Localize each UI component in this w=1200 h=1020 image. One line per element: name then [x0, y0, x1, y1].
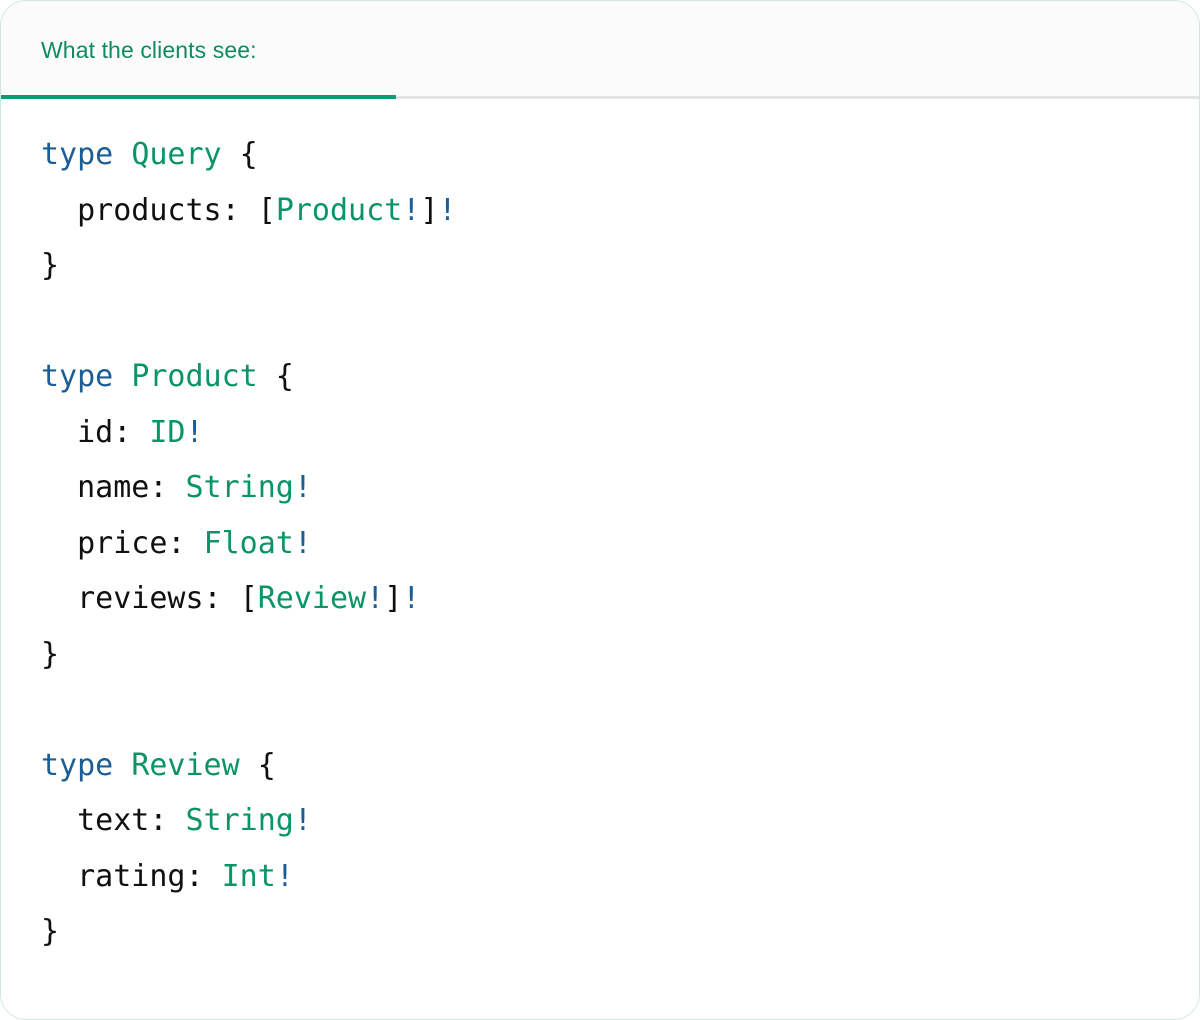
code-token-type: Review: [131, 747, 240, 783]
code-token-punc: [113, 137, 131, 172]
code-token-type: Product: [275, 192, 403, 228]
tab-what-the-clients-see[interactable]: What the clients see:: [1, 1, 396, 99]
code-token-kw: type: [41, 137, 114, 172]
code-line: products: [Product!]!: [41, 183, 1159, 239]
code-content: type Query { products: [Product!]!} type…: [41, 127, 1159, 960]
code-line: type Product {: [41, 349, 1159, 405]
code-line: type Query {: [41, 127, 1159, 183]
code-token-type: Review: [257, 581, 367, 616]
code-token-punc: [186, 526, 204, 561]
code-token-bang: !: [293, 470, 312, 505]
code-token-field: rating:: [41, 858, 204, 894]
code-token-type: Product: [131, 359, 258, 394]
code-token-field: reviews:: [41, 581, 222, 616]
code-token-punc: ]: [384, 581, 403, 616]
code-token-bang: !: [402, 581, 421, 616]
code-token-bang: !: [185, 414, 204, 450]
code-token-bang: !: [402, 192, 421, 228]
code-token-punc: [240, 193, 258, 228]
code-line: }: [41, 238, 1159, 294]
code-token-type: ID: [149, 414, 186, 450]
code-token-field: text:: [41, 803, 168, 838]
code-line: }: [41, 627, 1159, 683]
code-token-punc: [167, 803, 185, 838]
code-token-type: String: [185, 803, 294, 838]
code-token-bang: !: [366, 581, 385, 616]
code-line: id: ID!: [41, 405, 1159, 461]
code-token-punc: [204, 859, 222, 894]
code-token-field: name:: [41, 470, 168, 505]
tab-strip: What the clients see:: [1, 1, 1199, 99]
code-token-punc: [: [239, 581, 258, 616]
graphql-schema-code: type Query { products: [Product!]!} type…: [41, 127, 1159, 960]
code-line: price: Float!: [41, 516, 1159, 572]
code-token-bang: !: [293, 803, 312, 838]
code-token-punc: }: [41, 636, 60, 672]
code-token-punc: }: [41, 914, 60, 949]
code-token-kw: type: [41, 359, 114, 394]
code-token-field: price:: [41, 525, 186, 561]
code-line: [41, 682, 1159, 738]
code-token-punc: [222, 581, 240, 616]
code-line: name: String!: [41, 460, 1159, 516]
code-token-kw: type: [41, 747, 114, 783]
code-token-punc: [131, 415, 149, 450]
code-area[interactable]: type Query { products: [Product!]!} type…: [1, 99, 1199, 1019]
code-token-type: Float: [203, 525, 294, 561]
code-token-punc: {: [239, 747, 276, 783]
code-token-bang: !: [438, 192, 457, 228]
code-token-punc: [: [257, 192, 276, 228]
code-token-field: products:: [41, 192, 240, 228]
code-token-punc: [113, 359, 131, 394]
code-line: rating: Int!: [41, 849, 1159, 905]
code-token-type: String: [185, 470, 294, 505]
code-token-bang: !: [293, 525, 312, 561]
code-token-punc: {: [221, 137, 258, 172]
code-line: }: [41, 904, 1159, 960]
code-token-type: Query: [131, 137, 222, 172]
code-token-punc: [167, 470, 185, 505]
tab-label: What the clients see:: [41, 36, 257, 63]
code-token-punc: {: [257, 359, 294, 394]
code-line: type Review {: [41, 738, 1159, 794]
code-token-punc: [113, 748, 131, 783]
code-line: [41, 294, 1159, 350]
tab-active-indicator: [1, 95, 396, 99]
code-token-punc: }: [41, 248, 60, 283]
code-token-punc: ]: [420, 192, 439, 228]
code-token-field: id:: [41, 414, 132, 450]
code-line: text: String!: [41, 793, 1159, 849]
code-token-type: Int: [221, 858, 276, 894]
code-token-bang: !: [275, 858, 294, 894]
code-line: reviews: [Review!]!: [41, 571, 1159, 627]
